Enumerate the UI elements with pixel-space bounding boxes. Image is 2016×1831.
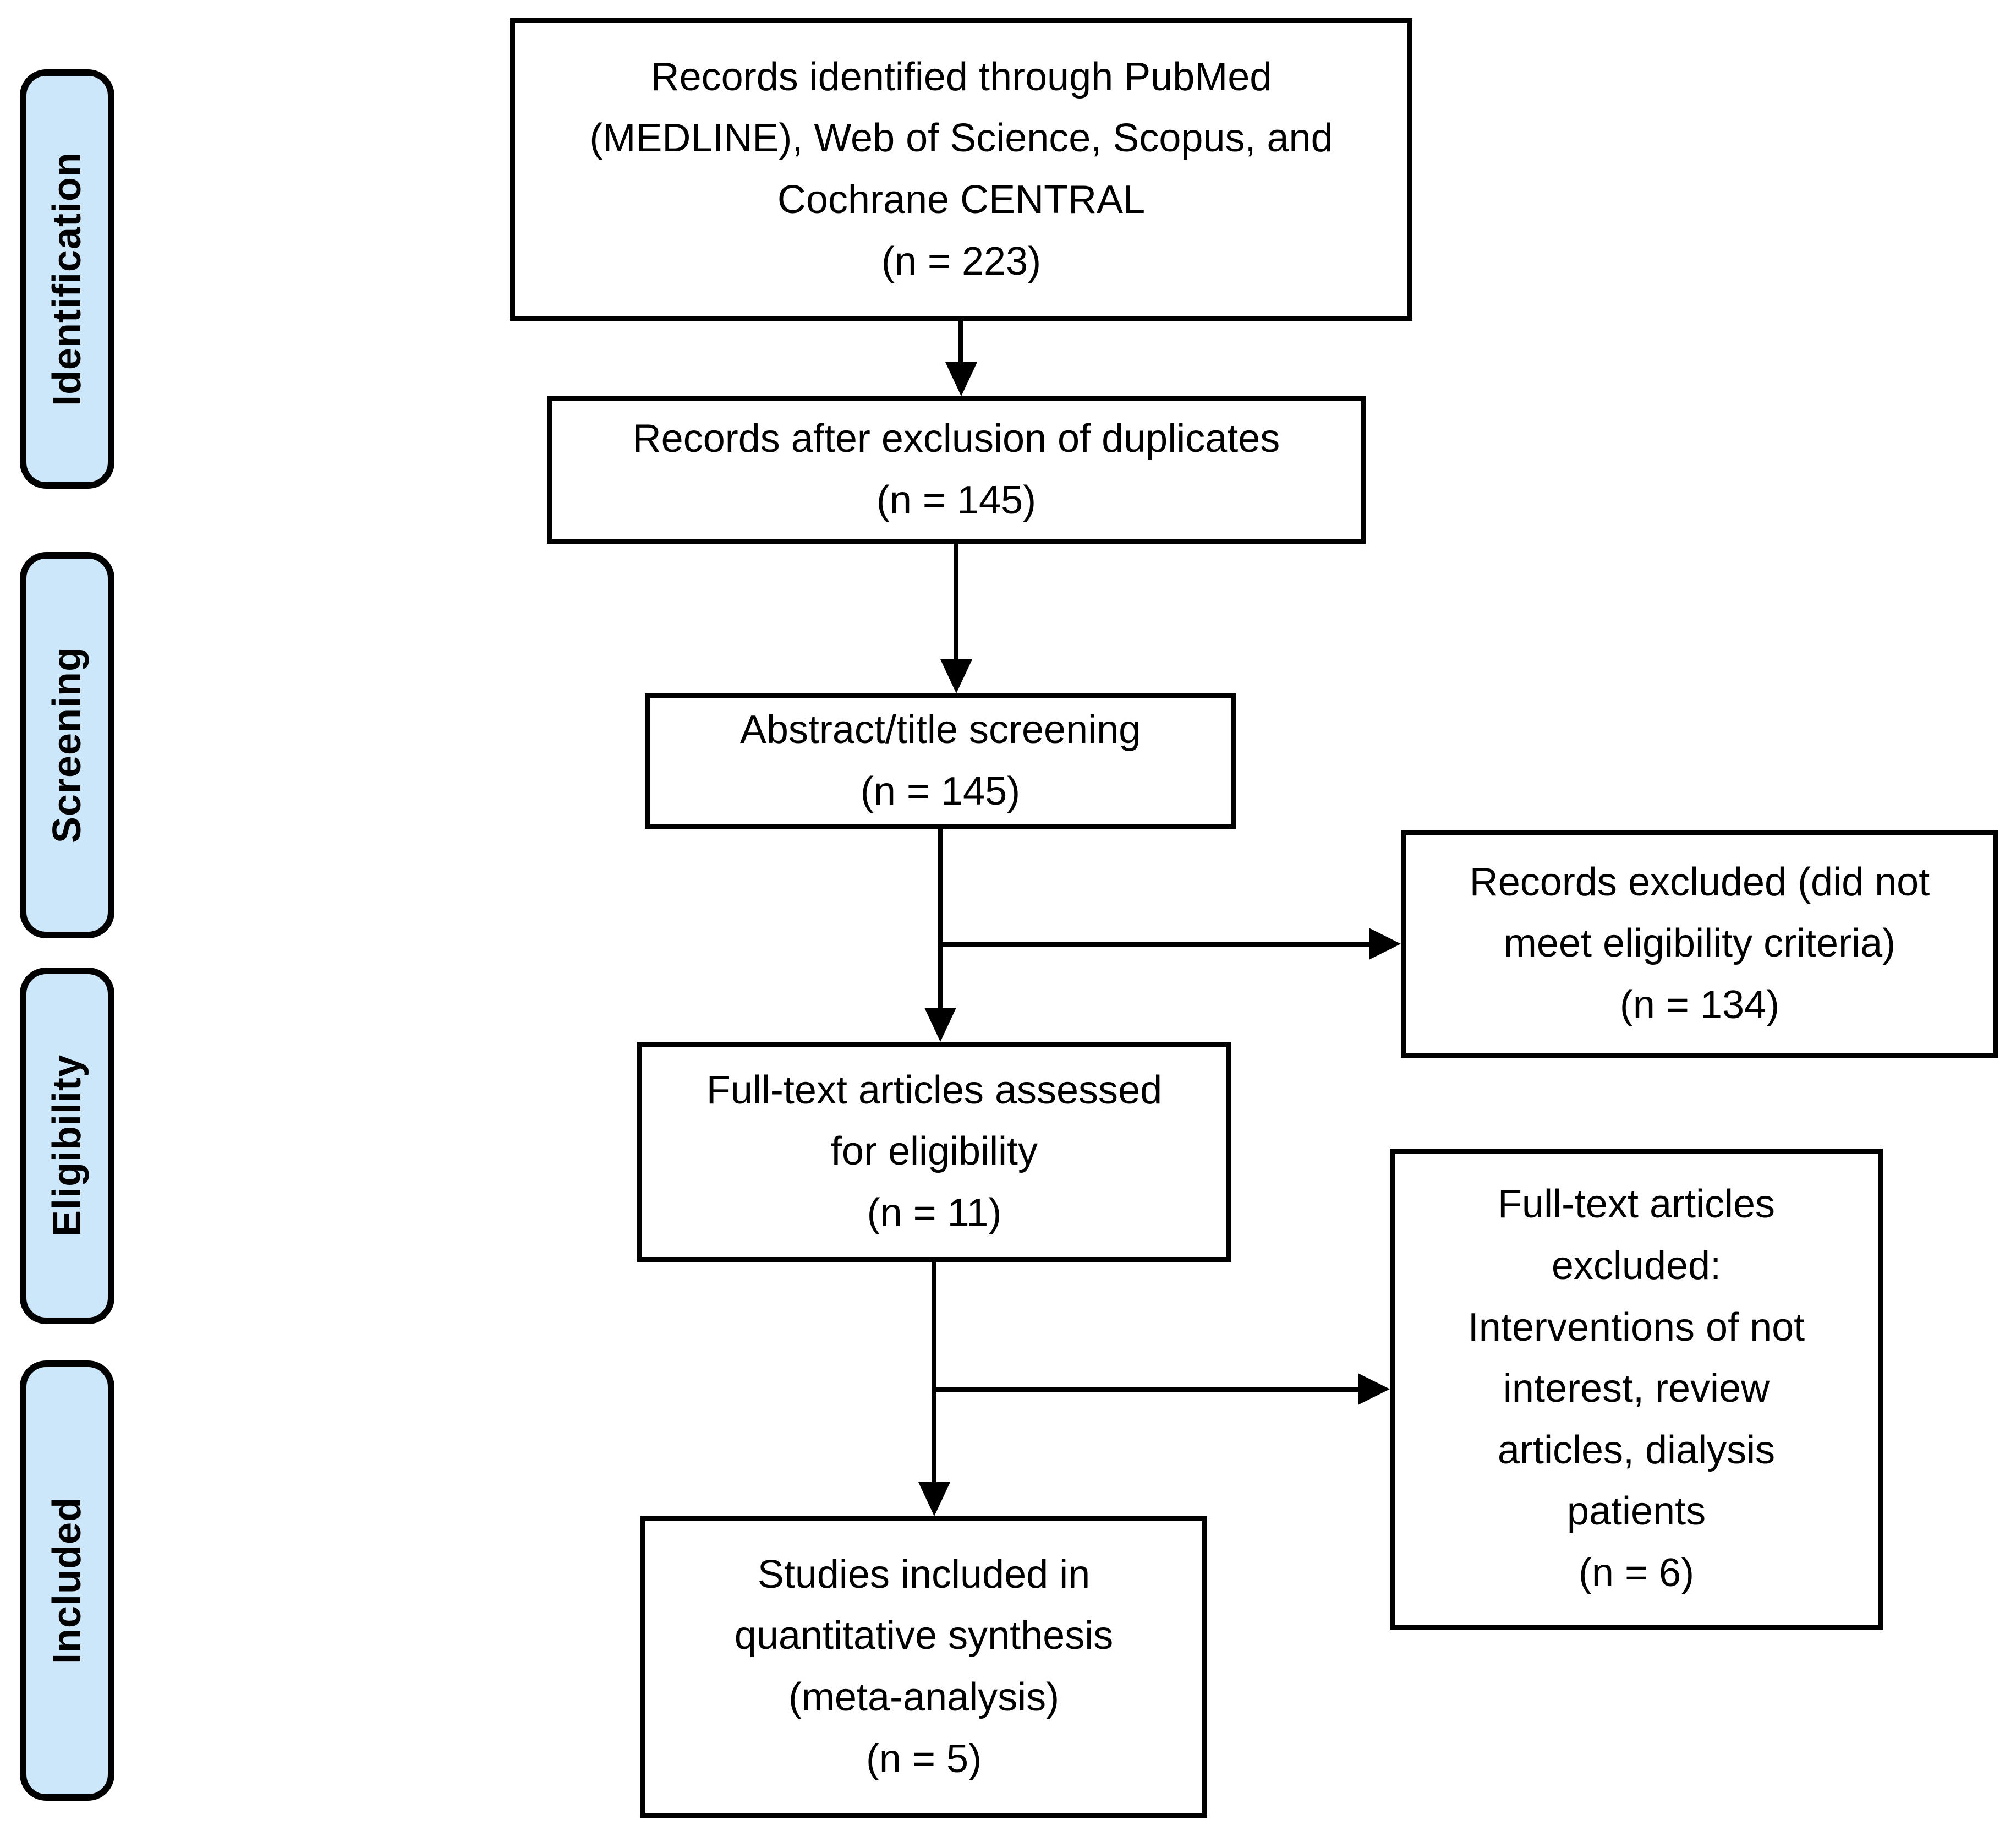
box-studies-included: Studies included in quantitative synthes… [640, 1516, 1207, 1818]
arrow-identified-to-deduplicated-head-icon [945, 362, 977, 396]
box-records-identified: Records identified through PubMed (MEDLI… [510, 18, 1412, 321]
arrow-screening-to-fulltext-line [938, 827, 943, 1009]
arrow-fulltext-to-included-line [932, 1262, 936, 1483]
box-abstract-title-screening: Abstract/title screening (n = 145) [645, 693, 1236, 829]
arrow-screening-to-fulltext-head-icon [924, 1008, 956, 1042]
stage-included-label: Included [45, 1496, 89, 1664]
arrow-screening-to-records-excluded-line [940, 942, 1369, 947]
stage-eligibility: Eligibility [20, 968, 114, 1324]
stage-screening: Screening [20, 552, 114, 938]
box-records-after-duplicates: Records after exclusion of duplicates (n… [547, 396, 1366, 544]
arrow-screening-to-records-excluded-head-icon [1369, 928, 1401, 960]
arrow-identified-to-deduplicated-line [958, 321, 963, 363]
stage-screening-label: Screening [45, 647, 89, 844]
stage-identification: Identification [20, 69, 114, 489]
arrow-fulltext-to-excluded-head-icon [1358, 1373, 1390, 1405]
arrow-deduplicated-to-screening-head-icon [940, 659, 972, 693]
stage-included: Included [20, 1360, 114, 1801]
box-records-excluded: Records excluded (did not meet eligibili… [1401, 830, 1998, 1058]
box-records-excluded-text: Records excluded (did not meet eligibili… [1469, 860, 1930, 1027]
box-records-identified-text: Records identified through PubMed (MEDLI… [589, 54, 1333, 283]
box-abstract-title-screening-text: Abstract/title screening (n = 145) [739, 708, 1141, 813]
stage-identification-label: Identification [45, 152, 89, 406]
arrow-fulltext-to-included-head-icon [918, 1482, 950, 1516]
box-fulltext-excluded-text: Full-text articles excluded: Interventio… [1467, 1182, 1805, 1595]
box-fulltext-excluded: Full-text articles excluded: Interventio… [1390, 1149, 1883, 1630]
arrow-fulltext-to-excluded-line [934, 1387, 1358, 1392]
stage-eligibility-label: Eligibility [45, 1054, 89, 1237]
arrow-deduplicated-to-screening-line [954, 544, 958, 660]
box-fulltext-assessed-text: Full-text articles assessed for eligibil… [706, 1068, 1163, 1235]
box-studies-included-text: Studies included in quantitative synthes… [734, 1552, 1114, 1781]
box-records-after-duplicates-text: Records after exclusion of duplicates (n… [632, 417, 1280, 522]
box-fulltext-assessed: Full-text articles assessed for eligibil… [637, 1042, 1231, 1262]
